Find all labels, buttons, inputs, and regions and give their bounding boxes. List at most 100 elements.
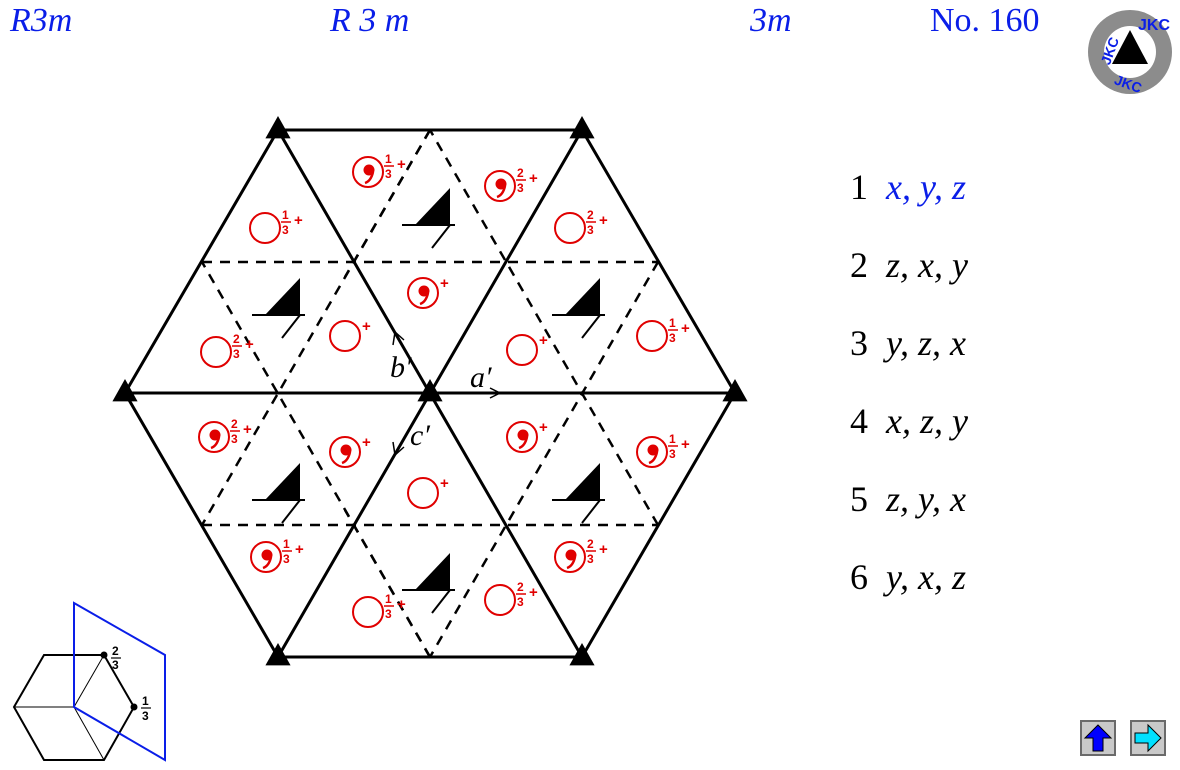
height-numerator: 1 <box>669 432 676 446</box>
position-comma-tail <box>419 292 430 306</box>
height-plus: + <box>245 336 254 353</box>
position-circle <box>484 584 516 616</box>
position-comma-tail <box>364 171 375 185</box>
threefold-screw-icon <box>415 188 450 225</box>
position-comma-tail <box>566 556 577 570</box>
height-numerator: 1 <box>283 537 290 551</box>
height-denominator: 3 <box>669 331 676 345</box>
position-circle <box>554 212 586 244</box>
position-comma-tail <box>262 556 273 570</box>
up-button[interactable] <box>1080 720 1116 756</box>
position-coord: x, z, y <box>886 401 968 441</box>
b-axis-line <box>394 331 431 394</box>
position-coord: z, y, x <box>886 479 966 519</box>
b-axis-arrow-icon <box>392 330 405 346</box>
height-label: 23+ <box>586 537 608 566</box>
position-row: 1 x, y, z <box>850 166 966 208</box>
height-denominator: 3 <box>233 347 240 361</box>
height-label: 23+ <box>516 166 538 195</box>
height-denominator: 3 <box>517 595 524 609</box>
height-denominator: 3 <box>282 223 289 237</box>
a-axis-arrow-icon <box>489 387 502 399</box>
position-row: 5 z, y, x <box>850 478 966 520</box>
position-coord: x, y, z <box>886 167 966 207</box>
height-label: + <box>440 475 449 492</box>
inset-plane <box>73 601 166 762</box>
position-circle <box>636 320 668 352</box>
threefold-screw-icon <box>565 278 600 315</box>
inset-point-low <box>130 703 138 711</box>
height-plus: + <box>440 475 449 492</box>
height-plus: + <box>539 419 548 436</box>
height-label: 13+ <box>384 152 406 181</box>
position-comma-tail <box>648 451 659 465</box>
symbol-short: R3m <box>10 2 73 39</box>
threefold-axis-icon <box>417 379 443 402</box>
position-circle <box>200 336 232 368</box>
height-denominator: 3 <box>385 167 392 181</box>
threefold-axis-icon <box>265 643 291 666</box>
height-plus: + <box>681 320 690 337</box>
height-numerator: 1 <box>669 316 676 330</box>
inset-label-high-num: 2 <box>112 644 119 658</box>
position-circle <box>329 320 361 352</box>
threefold-axis-icon <box>569 116 595 139</box>
axis-arrows: a′b′c′ <box>390 330 502 457</box>
height-label: 23+ <box>586 208 608 237</box>
height-label: 23+ <box>232 332 254 361</box>
position-circle <box>636 436 668 468</box>
height-plus: + <box>397 156 406 173</box>
height-denominator: 3 <box>517 181 524 195</box>
screw-tail <box>581 499 601 524</box>
inset-label-high-den: 3 <box>112 658 119 672</box>
height-label: 23+ <box>230 417 252 446</box>
height-plus: + <box>440 275 449 292</box>
position-index: 1 <box>850 167 868 207</box>
position-coord: z, x, y <box>886 245 968 285</box>
jkc-logo[interactable]: JKC JKC JKC <box>1086 8 1174 96</box>
position-circle <box>506 334 538 366</box>
height-label: 13+ <box>282 537 304 566</box>
height-label: + <box>539 419 548 436</box>
position-index: 3 <box>850 323 868 363</box>
position-index: 4 <box>850 401 868 441</box>
inset-cell-diagram: 2 3 1 3 <box>12 601 166 762</box>
position-comma-tail <box>496 185 507 199</box>
inset-cell-edge <box>73 654 105 708</box>
position-circle <box>250 541 282 573</box>
next-button[interactable] <box>1130 720 1166 756</box>
height-plus: + <box>599 541 608 558</box>
symbol-full: R 3 m <box>330 2 410 39</box>
position-circle <box>329 436 361 468</box>
c-axis-label: c′ <box>410 419 430 452</box>
threefold-axis-icon <box>265 116 291 139</box>
height-label: + <box>539 332 548 349</box>
height-denominator: 3 <box>587 552 594 566</box>
position-circle <box>352 156 384 188</box>
position-row: 2 z, x, y <box>850 244 968 286</box>
position-row: 4 x, z, y <box>850 400 968 442</box>
position-circle <box>407 277 439 309</box>
height-denominator: 3 <box>385 607 392 621</box>
threefold-axis-icon <box>569 643 595 666</box>
height-numerator: 1 <box>385 592 392 606</box>
screw-tail <box>581 314 601 339</box>
position-index: 5 <box>850 479 868 519</box>
c-axis-line <box>394 392 431 456</box>
position-index: 2 <box>850 245 868 285</box>
glide-line <box>343 509 432 658</box>
glide-line <box>428 129 660 526</box>
glide-line <box>428 261 660 658</box>
position-circle <box>554 541 586 573</box>
lattice-edge <box>123 128 280 395</box>
height-plus: + <box>539 332 548 349</box>
threefold-screw-icon <box>265 463 300 500</box>
a-axis-label: a′ <box>470 361 492 394</box>
glide-plane-lines <box>200 129 660 658</box>
right-arrow-icon <box>1134 723 1162 753</box>
position-circle <box>198 421 230 453</box>
height-numerator: 1 <box>282 208 289 222</box>
screw-tail <box>281 314 301 339</box>
